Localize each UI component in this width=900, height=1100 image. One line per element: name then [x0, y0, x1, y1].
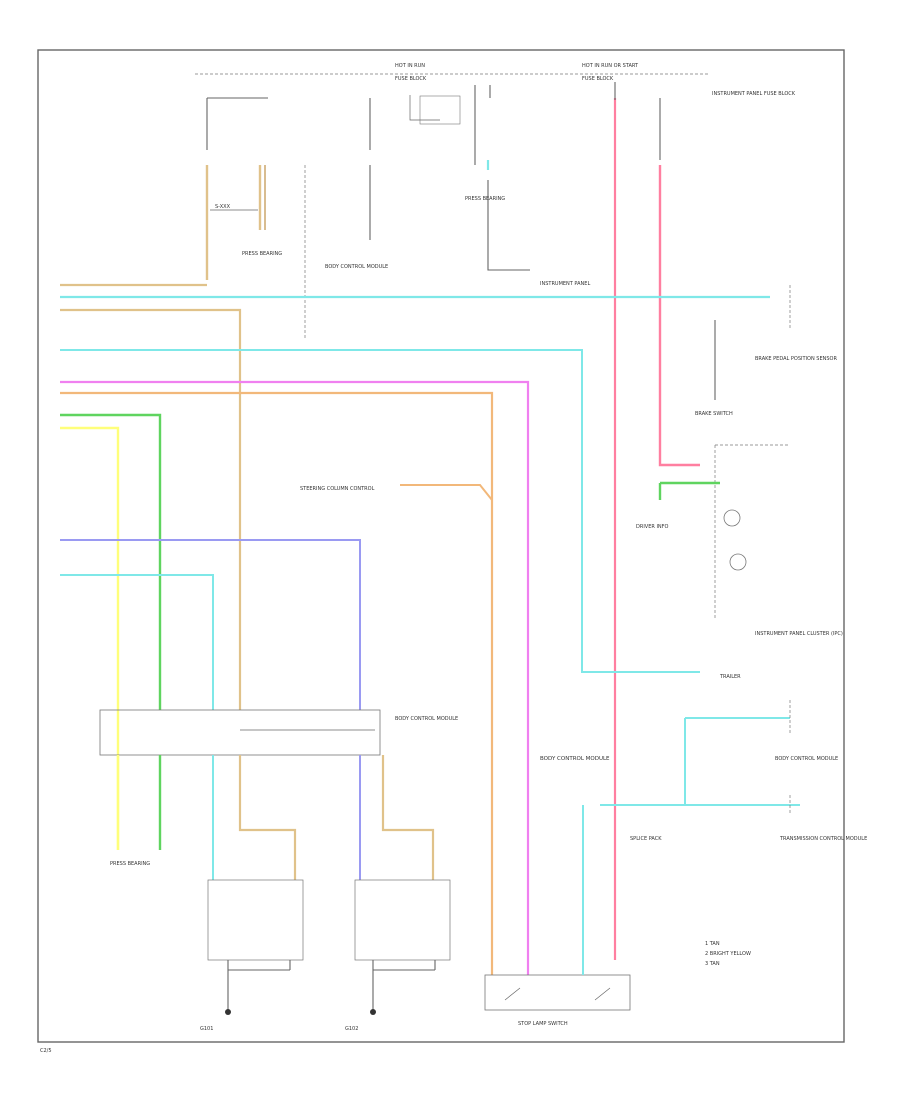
center-lower-feed: [487, 180, 530, 271]
cyan-bus-3: [60, 574, 214, 710]
orange-bus: [60, 391, 494, 975]
switch-contacts: [504, 987, 611, 1001]
right-ground-label: BRAKE SWITCH: [695, 411, 733, 417]
splice-pack-label: SPLICE PACK: [630, 836, 662, 842]
stop-lamp-switch-label: STOP LAMP SWITCH: [518, 1021, 568, 1027]
tan-lower-2: [381, 755, 435, 880]
press-bearing-label-3: PRESS BEARING: [110, 861, 150, 867]
splice-label: S-XXX: [215, 204, 231, 210]
blue-bus: [60, 539, 361, 710]
module-right-1-label: BODY CONTROL MODULE: [775, 756, 838, 762]
center-bcm-label: BODY CONTROL MODULE: [540, 756, 610, 762]
lower-module-label: BODY CONTROL MODULE: [395, 716, 458, 722]
right-lamp-ground: [372, 960, 436, 1010]
cyan-bus-2: [60, 349, 700, 673]
center-module-label: BODY CONTROL MODULE: [325, 264, 388, 270]
press-bearing-label: PRESS BEARING: [242, 251, 282, 257]
tan-bus-2: [60, 308, 242, 710]
center-right-feed: [474, 85, 491, 165]
lower-module-box: [99, 709, 381, 756]
hot-in-run-label: HOT IN RUN: [395, 63, 425, 69]
ipc-ground-label: DRIVER INFO: [636, 524, 669, 530]
note-3: 3 TAN: [705, 961, 720, 967]
ground-icon-left: [225, 1009, 231, 1015]
note-2: 2 BRIGHT YELLOW: [705, 951, 751, 957]
fuse-block-label-left: FUSE BLOCK: [395, 76, 427, 82]
ground-icon-right: [370, 1009, 376, 1015]
relay-box: [419, 95, 461, 125]
magenta-bus: [60, 380, 530, 975]
note-1: 1 TAN: [705, 941, 720, 947]
stop-lamp-switch-box: [484, 974, 631, 1011]
diagram-frame: [37, 49, 845, 1043]
center-node-label: INSTRUMENT PANEL: [540, 281, 590, 287]
ipc-lamp-2: [729, 553, 747, 571]
ground-left-label: G101: [200, 1026, 213, 1032]
pink-wire-right: [658, 165, 700, 467]
fuse-block-label-right: FUSE BLOCK: [582, 76, 614, 82]
left-lamp-box: [207, 879, 304, 961]
right-lamp-box: [354, 879, 451, 961]
ipc-green-wire: [658, 481, 720, 500]
trailer-label: TRAILER: [719, 674, 741, 680]
ipc-lamp-1: [723, 509, 741, 527]
left-control-label: STEERING COLUMN CONTROL: [300, 486, 375, 492]
module-right-2-label: TRANSMISSION CONTROL MODULE: [779, 836, 867, 842]
green-bus: [60, 413, 162, 710]
hot-in-run-start-label: HOT IN RUN OR START: [582, 63, 639, 69]
yellow-bus: [60, 426, 120, 850]
right-top-label: INSTRUMENT PANEL FUSE BLOCK: [712, 91, 796, 97]
cyan-right-network: [600, 717, 800, 806]
corner-mark: C2/5: [40, 1048, 52, 1054]
ipc-label: INSTRUMENT PANEL CLUSTER (IPC): [755, 631, 843, 637]
tan-lower-1: [238, 755, 297, 880]
relay-sketch: [409, 95, 440, 121]
right-module-label: BRAKE PEDAL POSITION SENSOR: [755, 356, 837, 362]
press-bearing-label-2: PRESS BEARING: [465, 196, 505, 202]
upper-left-feed: [206, 97, 268, 150]
orange-branch: [400, 484, 493, 501]
ground-right-label: G102: [345, 1026, 358, 1032]
left-lamp-ground: [227, 960, 291, 1010]
